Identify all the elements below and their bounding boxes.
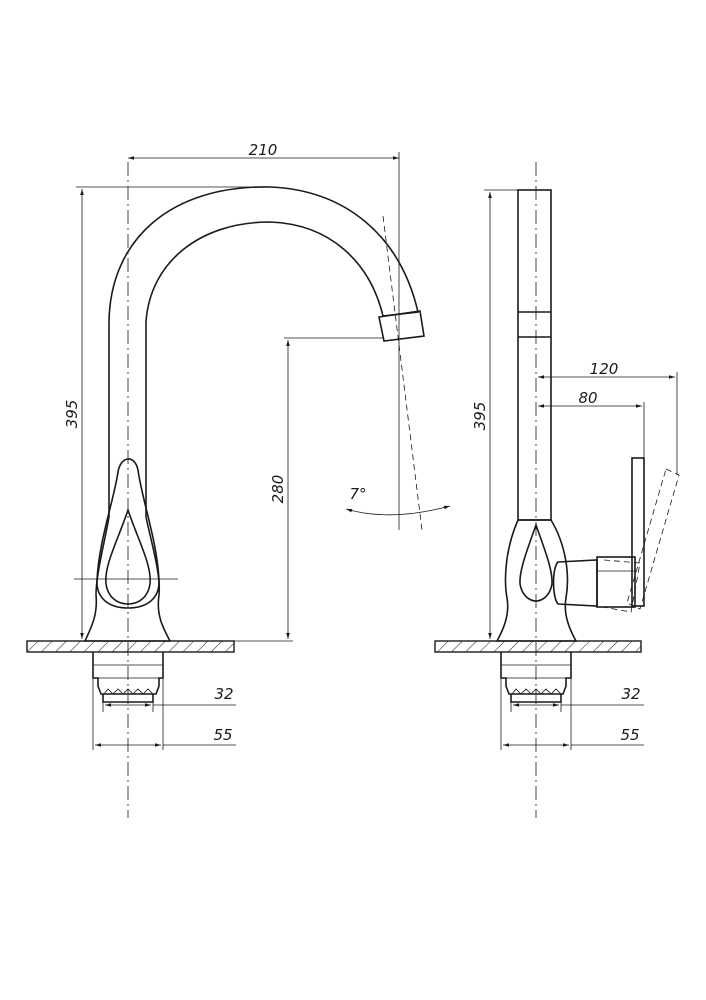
front-countertop xyxy=(26,640,235,653)
side-dim-32: 32 xyxy=(621,685,640,703)
front-dim-55: 55 xyxy=(213,726,232,744)
side-spout xyxy=(517,189,552,521)
front-spout xyxy=(108,186,419,517)
front-handle xyxy=(96,458,160,609)
side-dim-80: 80 xyxy=(578,389,597,407)
front-dim-210: 210 xyxy=(249,141,278,159)
side-handle-lever xyxy=(631,457,645,607)
front-dim-32: 32 xyxy=(214,685,233,703)
front-dim-395: 395 xyxy=(63,400,81,429)
side-handle-eye xyxy=(519,522,553,602)
front-thread-pipe xyxy=(102,694,154,703)
front-angle-arc xyxy=(345,505,451,516)
front-dim-7deg: 7° xyxy=(349,485,366,503)
front-thread-end xyxy=(103,688,154,695)
side-dim-55: 55 xyxy=(620,726,639,744)
side-dim-120: 120 xyxy=(590,360,619,378)
side-body xyxy=(495,519,578,642)
front-view: 210 395 280 7° 32 55 xyxy=(26,141,451,818)
side-thread-end xyxy=(511,688,562,695)
side-countertop xyxy=(434,640,642,653)
side-handle-collar xyxy=(596,556,636,608)
front-dim-280: 280 xyxy=(269,475,287,504)
side-handle-hub xyxy=(552,559,598,607)
side-view: 395 120 80 32 55 xyxy=(434,162,680,818)
front-handle-inner xyxy=(105,507,151,605)
front-spout-outlet xyxy=(378,310,425,342)
front-angle-ref-line xyxy=(382,215,423,531)
side-dim-395: 395 xyxy=(471,402,489,431)
side-thread-pipe xyxy=(510,694,562,703)
side-handle-lever-rotated xyxy=(626,468,680,610)
front-base-nut xyxy=(92,652,164,695)
side-base-nut xyxy=(500,652,572,695)
